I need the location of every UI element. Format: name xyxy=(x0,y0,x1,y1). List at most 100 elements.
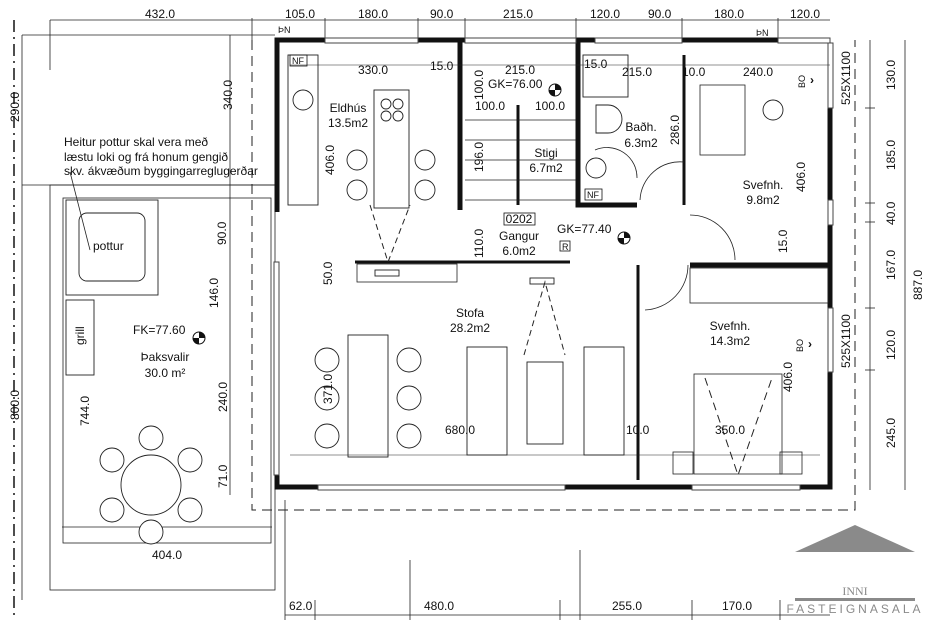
round-table xyxy=(120,454,182,516)
room-area: 13.5m2 xyxy=(328,116,368,130)
dim: 286.0 xyxy=(668,115,682,145)
dim: 110.0 xyxy=(472,229,486,258)
room-name: Stofa xyxy=(456,306,484,320)
dim: 90.0 xyxy=(430,7,454,21)
dim: 120.0 xyxy=(884,330,898,360)
note-line: skv. ákvæðum byggingarreglugerðar xyxy=(64,164,258,178)
dim: 240.0 xyxy=(743,65,773,79)
dim: 10.0 xyxy=(626,423,650,437)
dim: 350.0 xyxy=(715,423,745,437)
grill-label: grill xyxy=(73,326,87,345)
dim: 180.0 xyxy=(714,7,744,21)
room-name: Svefnh. xyxy=(710,319,751,333)
dim: 215.0 xyxy=(622,65,652,79)
dim: 100.0 xyxy=(535,99,565,113)
bo-label: BO xyxy=(797,75,807,88)
dim: 120.0 xyxy=(790,7,820,21)
dim: 744.0 xyxy=(78,396,92,426)
dimension-lines xyxy=(13,18,906,620)
room-name: Svefnh. xyxy=(743,178,784,192)
dim: 10.0 xyxy=(682,65,706,79)
dim: 15.0 xyxy=(430,59,454,73)
dim: 240.0 xyxy=(216,382,230,412)
kitchen-island xyxy=(373,89,410,209)
room-area: 14.3m2 xyxy=(710,334,750,348)
hot-tub-label: pottur xyxy=(93,239,124,253)
dim: 170.0 xyxy=(722,599,752,613)
level-stair: GK=76.00 xyxy=(488,77,543,91)
logo-text: INNI xyxy=(842,584,867,598)
dim: 167.0 xyxy=(884,250,898,280)
window-size: 525X1100 xyxy=(839,51,853,105)
dim: 406.0 xyxy=(323,145,337,175)
chevron-right-icon: › xyxy=(810,73,814,87)
dim: 340.0 xyxy=(221,80,235,110)
dim: 130.0 xyxy=(884,60,898,90)
logo-subtitle: FASTEIGNASALA xyxy=(786,602,923,616)
dim: 887.0 xyxy=(911,270,925,300)
room-name: Gangur xyxy=(499,229,539,243)
dim: 371.0 xyxy=(321,374,335,404)
dim: 90.0 xyxy=(215,221,229,245)
walls xyxy=(274,37,833,490)
room-name: Þaksvalir xyxy=(141,350,190,364)
dims-bottom: 404.0 62.0 480.0 255.0 170.0 xyxy=(152,548,752,613)
room-name: Eldhús xyxy=(330,101,367,115)
note-line: Heitur pottur skal vera með xyxy=(64,135,208,149)
logo: INNI FASTEIGNASALA xyxy=(786,525,923,616)
dim: 71.0 xyxy=(216,464,230,488)
note-line: læstu loki og frá honum gengið xyxy=(64,150,228,164)
r-label: R xyxy=(562,242,569,252)
dims-inner: 330.0 15.0 406.0 215.0 100.0 100.0 100.0… xyxy=(321,57,808,437)
room-code: 0202 xyxy=(506,212,533,226)
dim: 146.0 xyxy=(207,278,221,308)
chevron-right-icon: › xyxy=(808,337,812,351)
dim: 406.0 xyxy=(781,362,795,392)
furniture xyxy=(287,54,830,477)
dim: 40.0 xyxy=(884,201,898,225)
dim: 100.0 xyxy=(472,70,486,100)
dims-left: 290.0 800.0 340.0 90.0 146.0 240.0 71.0 … xyxy=(8,80,235,488)
annotations: pottur grill Heitur pottur skal vera með… xyxy=(64,25,853,368)
room-labels: Eldhús 13.5m2 Stigi 6.7m2 Baðh. 6.3m2 Sv… xyxy=(141,101,784,380)
dim: 62.0 xyxy=(289,599,313,613)
dim: 50.0 xyxy=(321,261,335,285)
room-area: 9.8m2 xyxy=(746,193,780,207)
room-area: 28.2m2 xyxy=(450,321,490,335)
level-hall: GK=77.40 xyxy=(557,222,612,236)
dim: 215.0 xyxy=(505,63,535,77)
tn-label: ÞN xyxy=(756,28,769,38)
room-area: 6.0m2 xyxy=(502,244,536,258)
dim: 185.0 xyxy=(884,140,898,170)
room-name: Stigi xyxy=(534,146,557,160)
kitchen-counter xyxy=(287,54,319,206)
dim: 432.0 xyxy=(145,7,175,21)
nf-label: NF xyxy=(292,56,304,66)
room-name: Baðh. xyxy=(625,120,656,134)
dim: 215.0 xyxy=(503,7,533,21)
dim: 480.0 xyxy=(424,599,454,613)
bo-label: BO xyxy=(795,339,805,352)
room-name: 6.7m2 xyxy=(529,161,563,175)
dim: 196.0 xyxy=(472,142,486,172)
dim: 406.0 xyxy=(794,162,808,192)
level-markers xyxy=(192,83,631,345)
dim: 15.0 xyxy=(776,229,790,253)
dim: 245.0 xyxy=(884,418,898,448)
dim: 105.0 xyxy=(285,7,315,21)
tn-label: ÞN xyxy=(278,25,291,35)
hot-tub xyxy=(78,212,146,282)
dims-right: 130.0 185.0 40.0 167.0 120.0 245.0 887.0 xyxy=(884,60,925,448)
level-labels: GK=76.00 GK=77.40 FK=77.60 xyxy=(133,77,612,337)
grill xyxy=(65,299,95,376)
dim: 290.0 xyxy=(8,92,22,122)
room-area: 6.3m2 xyxy=(624,136,658,150)
dims-top: 432.0 105.0 180.0 90.0 215.0 120.0 90.0 … xyxy=(145,7,820,21)
dim: 90.0 xyxy=(648,7,672,21)
dim: 800.0 xyxy=(8,390,22,420)
dim: 15.0 xyxy=(584,57,608,71)
dim: 404.0 xyxy=(152,548,182,562)
window-size: 525X1100 xyxy=(839,314,853,368)
dim: 680.0 xyxy=(445,423,475,437)
